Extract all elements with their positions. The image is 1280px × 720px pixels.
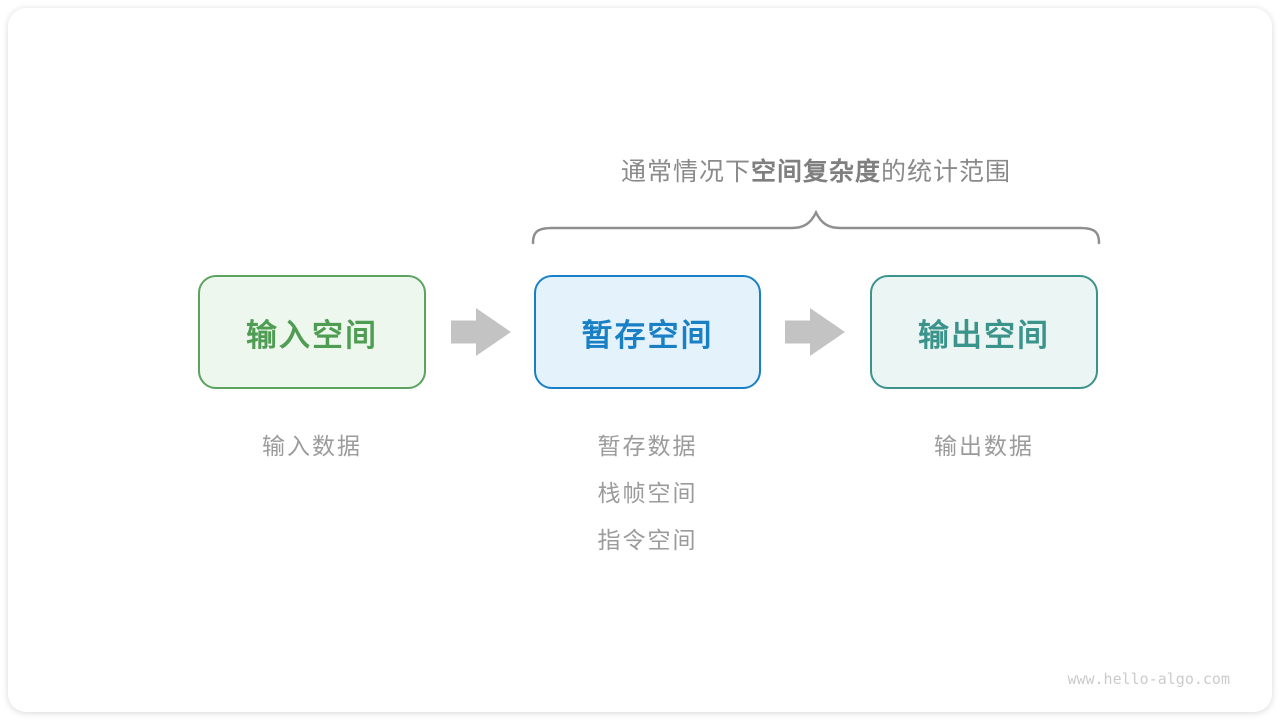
title-emphasis: 空间复杂度 [750, 158, 881, 186]
caption-output-data: 输出数据 [934, 433, 1034, 459]
watermark: www.hello-algo.com [1067, 670, 1230, 688]
caption-temp-column: 暂存数据 栈帧空间 指令空间 [534, 432, 761, 554]
arrow-right-icon [785, 308, 845, 356]
box-output-space-label: 输出空间 [918, 317, 1050, 353]
caption-stack-frame-space: 栈帧空间 [597, 480, 698, 506]
curly-brace-icon [531, 210, 1101, 245]
box-input-space-label: 输入空间 [246, 317, 378, 353]
box-temp-space-label: 暂存空间 [581, 317, 714, 353]
caption-temp-data: 暂存数据 [597, 433, 698, 459]
diagram-card: 通常情况下空间复杂度的统计范围 输入空间 暂存空间 输出空间 输入数据 暂存数据… [8, 8, 1272, 712]
diagram-title: 通常情况下空间复杂度的统计范围 [516, 152, 1116, 188]
title-prefix: 通常情况下 [620, 158, 751, 186]
caption-input-data: 输入数据 [262, 433, 362, 459]
box-input-space: 输入空间 [198, 275, 426, 389]
caption-output-column: 输出数据 [870, 432, 1098, 460]
title-suffix: 的统计范围 [881, 158, 1012, 186]
box-output-space: 输出空间 [870, 275, 1098, 389]
caption-instruction-space: 指令空间 [597, 527, 698, 553]
caption-input-column: 输入数据 [198, 432, 426, 460]
arrow-right-icon [451, 308, 511, 356]
box-temp-space: 暂存空间 [534, 275, 761, 389]
